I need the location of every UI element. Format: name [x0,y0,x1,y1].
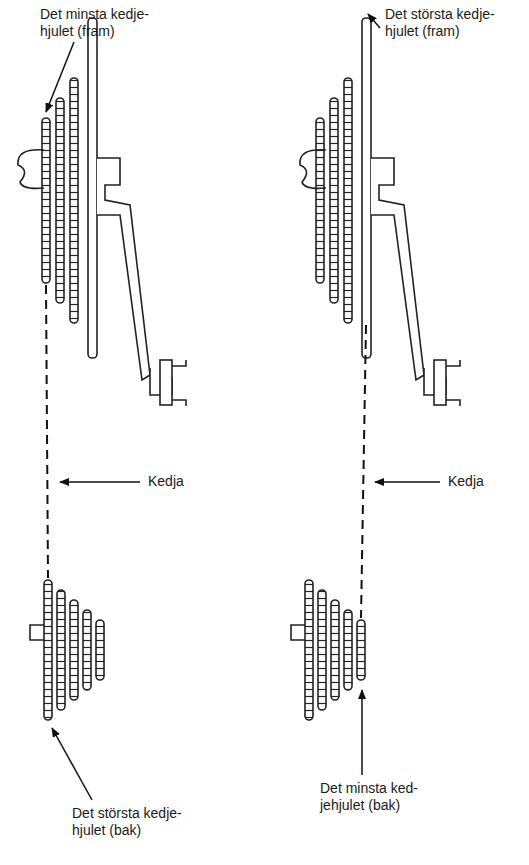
part-label: Kedja [448,473,523,490]
part-label: Det största kedje- hjulet (bak) [72,805,207,839]
part-label: Det största kedje- hjulet (fram) [385,6,520,40]
part-label: Det minsta ked- jehjulet (bak) [320,780,445,814]
part-label: Kedja [148,473,228,490]
part-label: Det minsta kedje- hjulet (fram) [40,6,170,40]
